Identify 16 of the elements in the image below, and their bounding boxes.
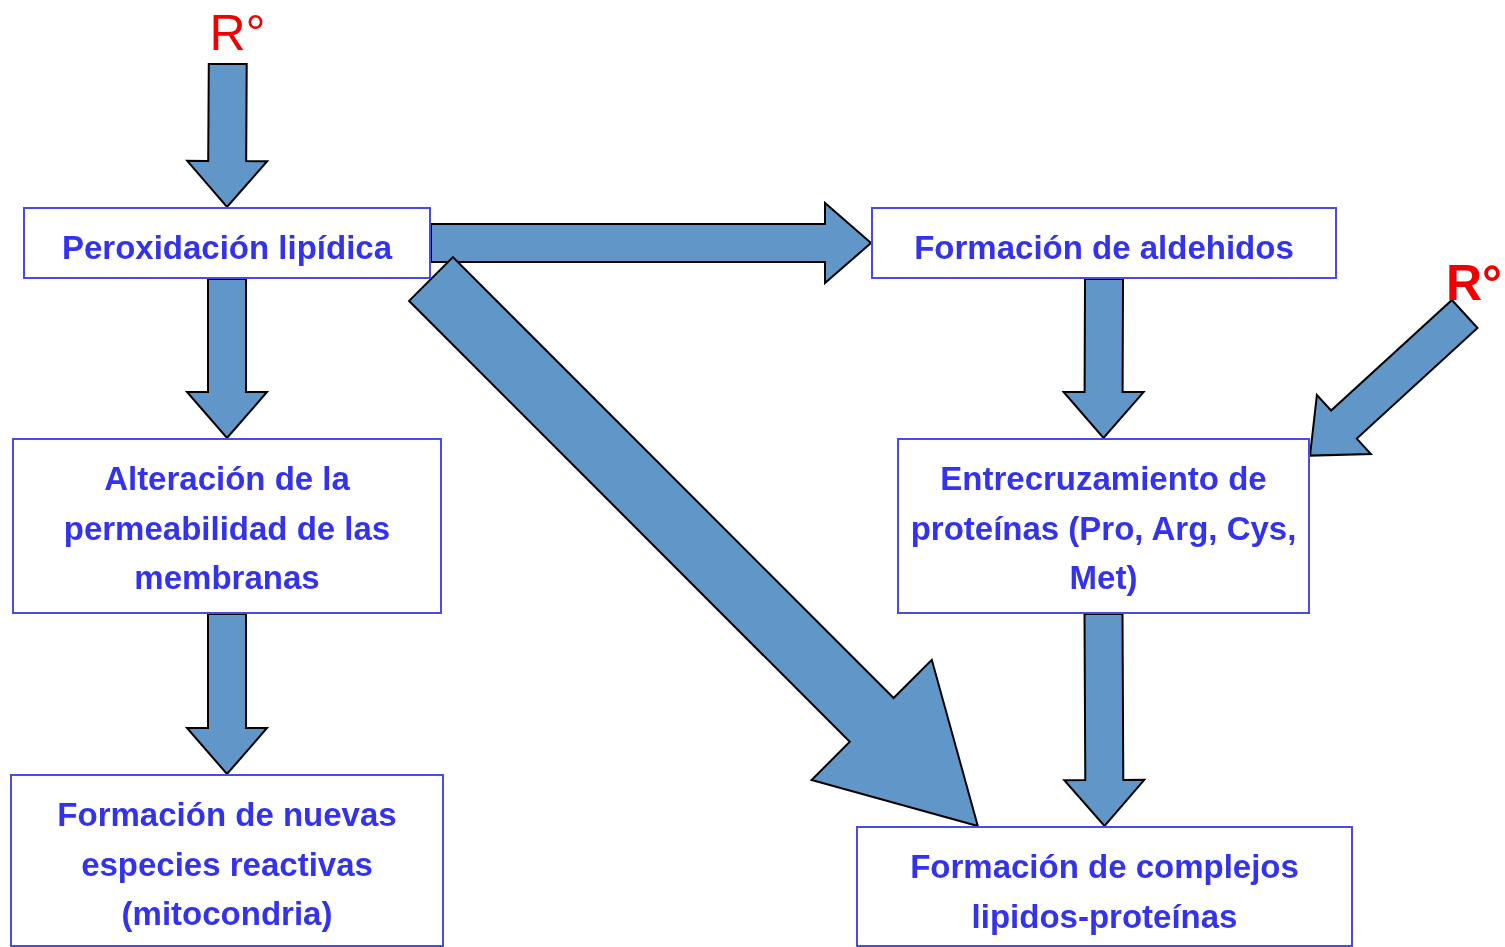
block-arrow bbox=[1062, 612, 1147, 828]
process-box: Entrecruzamiento de proteínas (Pro, Arg, Cys, Met) bbox=[897, 438, 1310, 614]
process-box: Formación de complejos lipidos-proteínas bbox=[856, 826, 1353, 947]
process-box: Formación de aldehidos bbox=[871, 207, 1337, 279]
block-arrow bbox=[184, 278, 270, 440]
process-box: Formación de nuevas especies reactivas (mitocondria) bbox=[10, 774, 444, 947]
block-arrow bbox=[1061, 277, 1146, 440]
radical-label: R° bbox=[200, 2, 275, 64]
block-arrow bbox=[407, 255, 980, 828]
radical-label: R° bbox=[1443, 252, 1505, 314]
block-arrow bbox=[184, 613, 270, 776]
block-arrow bbox=[185, 62, 270, 209]
process-box: Alteración de la permeabilidad de las membranas bbox=[12, 438, 442, 614]
block-arrow bbox=[430, 200, 873, 286]
block-arrow bbox=[1308, 298, 1479, 457]
process-box: Peroxidación lipídica bbox=[23, 207, 431, 279]
